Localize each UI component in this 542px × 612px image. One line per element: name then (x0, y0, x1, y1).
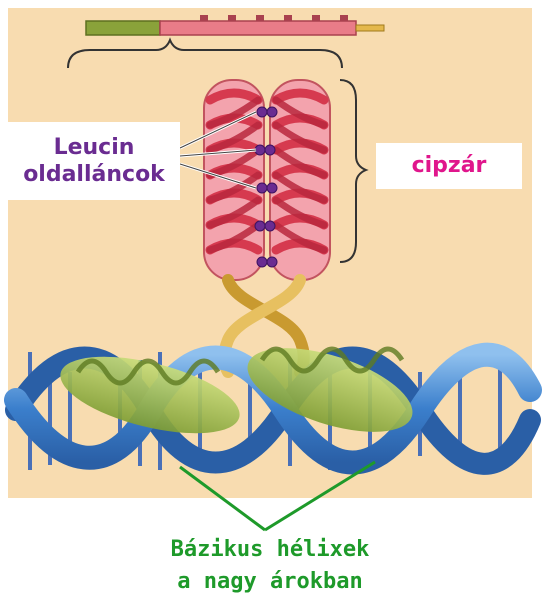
basic-helices-caption: Bázikus hélixek a nagy árokban (60, 534, 480, 598)
protein-schematic-bar (85, 15, 385, 36)
top-brace (67, 37, 343, 69)
basic-helices (60, 346, 413, 434)
caption-line1: Bázikus hélixek (170, 537, 370, 562)
leucin-side-chains-label: Leucin oldalláncok (8, 122, 180, 200)
right-brace (339, 79, 369, 263)
zipper-label: cipzár (376, 143, 522, 189)
leucin-label-line1: Leucin (53, 134, 135, 160)
caption-line2: a nagy árokban (177, 568, 363, 594)
leucine-side-chains (254, 106, 278, 268)
caption-pointer (179, 460, 376, 532)
leucin-label-line2: oldalláncok (23, 162, 165, 187)
zipper-label-text: cipzár (411, 153, 487, 179)
